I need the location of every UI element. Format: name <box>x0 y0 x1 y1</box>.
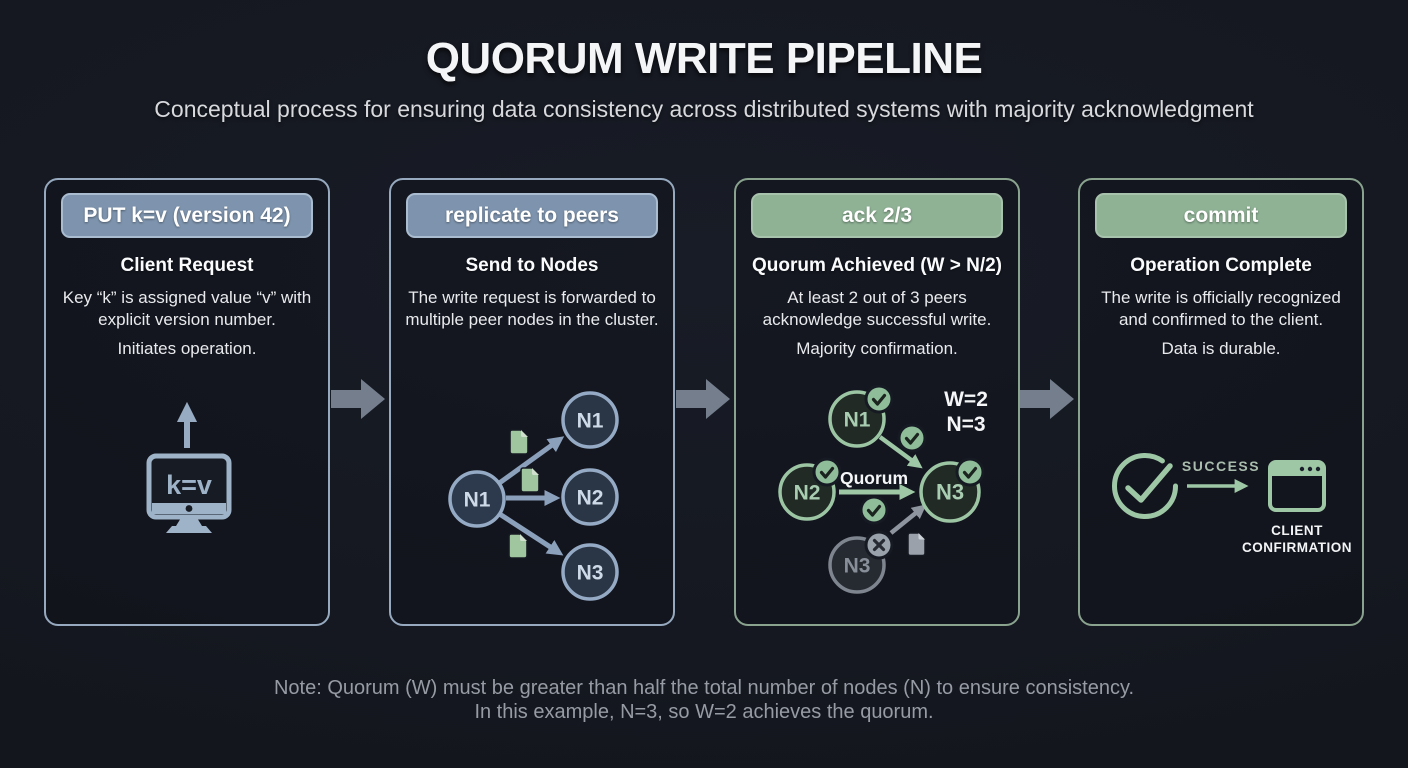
ack-arrow <box>878 435 923 469</box>
node-circle-source: N1 <box>448 470 506 528</box>
stage-body: Majority confirmation. <box>796 339 958 359</box>
check-badge-icon <box>812 457 842 487</box>
arrow-right-icon <box>331 379 385 419</box>
svg-text:N3: N3 <box>936 480 964 505</box>
stage-badge: PUT k=v (version 42) <box>61 193 313 238</box>
note-line-2: In this example, N=3, so W=2 achieves th… <box>474 701 934 723</box>
check-circle-icon <box>1112 453 1178 519</box>
stage-heading: Send to Nodes <box>465 255 599 276</box>
stage-body: At least 2 out of 3 peers acknowledge su… <box>762 288 992 330</box>
document-icon <box>508 533 528 559</box>
node-circle-target: N2 <box>561 468 619 526</box>
page-title: QUORUM WRITE PIPELINE <box>425 34 983 83</box>
stage-card-operation-complete: commit Operation Complete The write is o… <box>1078 178 1364 626</box>
w-label: W=2 <box>944 388 988 411</box>
stage-badge: commit <box>1095 193 1347 238</box>
client-confirmation-label-2: CONFIRMATION <box>1242 540 1352 555</box>
stage-badge: ack 2/3 <box>751 193 1003 238</box>
late-write-arrow <box>889 504 927 535</box>
check-badge-icon <box>859 495 889 525</box>
quorum-label: Quorum <box>840 468 908 488</box>
svg-text:N3: N3 <box>844 555 871 578</box>
svg-text:N1: N1 <box>577 410 604 433</box>
quorum-diagram: N1 N2 N3 N3 <box>778 384 988 594</box>
stage-body: Initiates operation. <box>117 339 257 359</box>
x-badge-icon <box>864 530 894 560</box>
browser-window-icon <box>1268 460 1326 512</box>
client-confirmation-label-1: CLIENT <box>1271 523 1323 538</box>
arrow-right-icon <box>1020 379 1074 419</box>
monitor-label: k=v <box>166 470 212 500</box>
replication-arrow <box>496 436 565 487</box>
stage-body: Data is durable. <box>1161 339 1281 359</box>
stage-heading: Client Request <box>120 255 254 276</box>
document-icon-gray <box>907 532 926 557</box>
node-circle-target: N1 <box>561 391 619 449</box>
stage-card-send-to-nodes: replicate to peers Send to Nodes The wri… <box>389 178 675 626</box>
check-badge-icon <box>897 423 927 453</box>
replication-diagram: N1 N1 N2 N3 <box>448 391 619 601</box>
client-request-diagram: k=v <box>146 401 232 533</box>
arrow-right-icon <box>676 379 730 419</box>
stage-card-quorum-achieved: ack 2/3 Quorum Achieved (W > N/2) At lea… <box>734 178 1020 626</box>
svg-text:N2: N2 <box>577 487 604 510</box>
svg-text:N2: N2 <box>794 482 821 505</box>
stage-heading: Quorum Achieved (W > N/2) <box>751 255 1003 276</box>
svg-text:N1: N1 <box>464 489 491 512</box>
success-label: SUCCESS <box>1182 458 1260 474</box>
stage-heading: Operation Complete <box>1130 255 1312 276</box>
document-icon <box>509 429 529 455</box>
replication-arrow <box>496 510 564 556</box>
stage-body: The write request is forwarded to multip… <box>405 288 659 330</box>
node-circle-target: N3 <box>561 543 619 601</box>
stage-body: The write is officially recognized and c… <box>1101 288 1341 330</box>
note-line-1: Note: Quorum (W) must be greater than ha… <box>273 677 1135 699</box>
stage-badge: replicate to peers <box>406 193 658 238</box>
stage-card-client-request: PUT k=v (version 42) Client Request Key … <box>44 178 330 626</box>
stage-body: Key “k” is assigned value “v” with expli… <box>62 288 312 330</box>
check-badge-icon <box>955 457 985 487</box>
n-label: N=3 <box>946 413 985 436</box>
check-badge-icon <box>864 384 894 414</box>
document-icon <box>520 467 540 493</box>
commit-diagram: SUCCESS CLIENT CONFIRMATION <box>1112 453 1352 555</box>
monitor-icon: k=v <box>146 453 232 533</box>
page-subtitle: Conceptual process for ensuring data con… <box>154 96 1254 122</box>
svg-text:N3: N3 <box>577 562 604 585</box>
svg-text:N1: N1 <box>844 409 871 432</box>
